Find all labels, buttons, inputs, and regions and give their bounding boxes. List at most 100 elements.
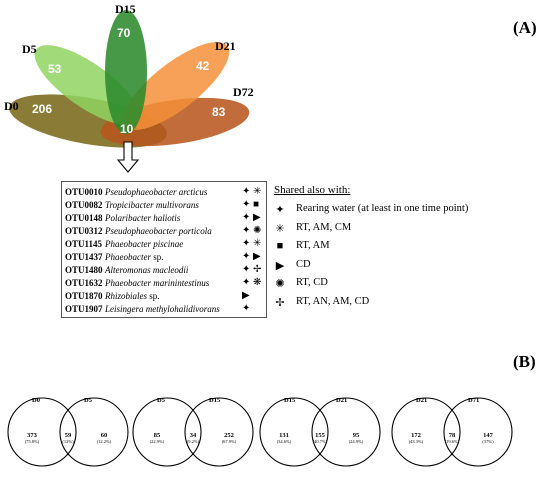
otu-id: OTU1907 (65, 304, 103, 314)
legend-text: RT, AM (296, 240, 330, 251)
petal-count-d21: 42 (196, 59, 210, 73)
otu-shared-symbol: ✦ (242, 225, 251, 236)
down-arrow-icon (116, 141, 140, 173)
otu-taxon: Leisingera methylohalidivorans (105, 304, 220, 314)
legend-text: RT, CD (296, 277, 328, 288)
petal-count-d15: 70 (117, 26, 131, 40)
otu-id: OTU1870 (65, 291, 103, 301)
venn-shared-count: 34 (190, 432, 197, 439)
legend-symbol: ▶ (275, 259, 285, 272)
otu-id: OTU0312 (65, 226, 103, 236)
otu-id: OTU0010 (65, 187, 103, 197)
venn-left-title: D0 (32, 397, 40, 404)
otu-shared-symbol: ▶ (242, 290, 250, 301)
panel-b-label: (B) (513, 352, 536, 371)
petal-label-d15: D15 (115, 2, 136, 16)
otu-shared-symbol: ❋ (253, 277, 262, 288)
otu-id: OTU0082 (65, 200, 103, 210)
otu-taxon-name: Phaeobacter marinintestinus (105, 278, 210, 288)
venn-right-title: D5 (84, 397, 93, 404)
venn-left-percent: (43.3%) (409, 439, 424, 444)
venn-shared-percent: (12%) (62, 439, 74, 444)
otu-taxon: Pseudophaeobacter arcticus (105, 187, 207, 197)
venn-circle-left (132, 397, 202, 467)
otu-taxon: Phaeobacter marinintestinus (105, 278, 209, 288)
panel-a-label: (A) (513, 18, 537, 37)
otu-shared-symbol: ✦ (242, 264, 251, 275)
otu-taxon-suffix: sp. (147, 291, 160, 301)
otu-taxon-name: Rhizobiales (105, 291, 147, 301)
petal-d21 (122, 42, 230, 130)
venn-right-percent: (67.9%) (222, 439, 237, 444)
venn-shared-percent: (9.2%) (187, 439, 200, 444)
otu-shared-symbol: ✦ (242, 186, 251, 197)
petal-label-d0: D0 (4, 99, 19, 113)
legend-text: Rearing water (at least in one time poin… (296, 203, 469, 214)
venn-right-count: 95 (353, 432, 360, 439)
otu-shared-symbol: ■ (253, 199, 260, 210)
otu-shared-symbol: ✳ (253, 186, 262, 197)
otu-id: OTU1145 (65, 239, 103, 249)
otu-shared-symbol: ✦ (242, 212, 251, 223)
otu-taxon-name: Tropicibacter multivorans (105, 200, 199, 210)
otu-shared-symbol: ▶ (253, 212, 261, 223)
venn-right-count: 60 (101, 432, 108, 439)
shared-legend: Shared also with: ✦Rearing water (at lea… (274, 181, 524, 311)
otu-taxon-name: Pseudophaeobacter arcticus (105, 187, 208, 197)
venn-left-percent: (75.8%) (25, 439, 40, 444)
otu-taxon: Rhizobiales sp. (105, 291, 160, 301)
otu-id: OTU0148 (65, 213, 103, 223)
venn-left-count: 172 (411, 432, 421, 439)
petal-label-d21: D21 (215, 39, 236, 53)
venn-right-count: 147 (483, 432, 494, 439)
otu-shared-symbol: ✦ (242, 303, 251, 314)
otu-shared-symbol: ✢ (253, 264, 262, 275)
legend-title: Shared also with: (274, 184, 351, 196)
otu-taxon: Tropicibacter multivorans (105, 200, 199, 210)
otu-taxon: Alteromonas macleodii (105, 265, 188, 275)
otu-id: OTU1437 (65, 252, 103, 262)
venn-circle-right (443, 397, 513, 467)
venn-shared-count: 155 (315, 432, 326, 439)
core-count: 10 (120, 122, 134, 136)
venn-right-title: D15 (209, 397, 221, 404)
otu-taxon: Phaeobacter piscinae (105, 239, 183, 249)
legend-text: RT, AN, AM, CD (296, 295, 370, 307)
petal-d15 (105, 10, 147, 134)
venn-left-title: D5 (157, 397, 166, 404)
venn-circle-right (311, 397, 381, 467)
otu-taxon-name: Pseudophaeobacter porticola (105, 226, 212, 236)
otu-taxon-name: Polaribacter haliotis (105, 213, 181, 223)
otu-taxon: Phaeobacter sp. (105, 252, 164, 262)
venn-left-percent: (34.6%) (277, 439, 292, 444)
petal-count-d0: 206 (32, 102, 52, 116)
otu-taxon-name: Phaeobacter (105, 252, 151, 262)
otu-id: OTU1632 (65, 278, 103, 288)
venn-circle-right (184, 397, 254, 467)
venn-left-percent: (22.9%) (150, 439, 165, 444)
otu-shared-symbol: ✳ (253, 238, 262, 249)
legend-text: CD (296, 258, 311, 270)
venn-shared-percent: (19.6%) (445, 439, 460, 444)
petal-count-d5: 53 (48, 62, 62, 76)
otu-shared-symbol: ▶ (253, 251, 261, 262)
otu-taxon-name: Phaeobacter piscinae (105, 239, 184, 249)
legend-symbol: ✺ (275, 278, 285, 290)
venn-left-count: 131 (279, 432, 289, 439)
petal-label-d5: D5 (22, 42, 37, 56)
otu-taxon: Pseudophaeobacter porticola (105, 226, 212, 236)
venn-circle-left (7, 397, 77, 467)
venn-right-percent: (12.2%) (97, 439, 112, 444)
otu-shared-symbol: ✦ (242, 277, 251, 288)
legend-symbol: ✳ (275, 222, 285, 235)
venn-left-title: D21 (416, 397, 427, 404)
venn-shared-count: 78 (449, 432, 456, 439)
otu-shared-symbol: ✺ (253, 225, 262, 236)
venn-left-title: D15 (284, 397, 296, 404)
